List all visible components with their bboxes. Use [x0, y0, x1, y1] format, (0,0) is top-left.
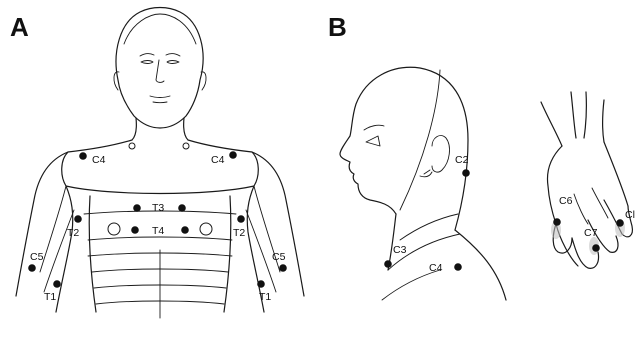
point-c7 [592, 244, 600, 252]
label-t4: T4 [152, 225, 164, 237]
point-c2 [462, 169, 470, 177]
point-t3-left [133, 204, 141, 212]
point-c4-neck [454, 263, 462, 271]
label-c8: Cl [625, 209, 635, 221]
label-c2: C2 [455, 154, 469, 166]
label-c5-right: C5 [272, 251, 286, 263]
panel-a-letter: A [10, 12, 29, 42]
label-t2-left: T2 [67, 227, 79, 239]
label-t1-left: T1 [44, 291, 56, 303]
label-t2-right: T2 [233, 227, 245, 239]
face [140, 54, 180, 103]
label-c4-left: C4 [92, 154, 106, 166]
label-c3: C3 [393, 244, 407, 256]
point-t4-right [181, 226, 189, 234]
head-profile-outline [340, 67, 506, 300]
point-t1-right [257, 280, 265, 288]
label-t1-right: T1 [259, 291, 271, 303]
torso-outline [16, 8, 304, 319]
label-c4-right: C4 [211, 154, 225, 166]
panel-b-letter: B [328, 12, 347, 42]
label-c5-left: C5 [30, 251, 44, 263]
point-c6 [553, 218, 561, 226]
point-c4-left [79, 152, 87, 160]
panel-b: B C2 C3 C4 [328, 12, 506, 300]
point-t4-left [131, 226, 139, 234]
panel-a: A [10, 8, 304, 319]
point-c4-right [229, 151, 237, 159]
label-c4-neck: C4 [429, 262, 443, 274]
point-c5-right [279, 264, 287, 272]
point-c8 [616, 219, 624, 227]
label-c6: C6 [559, 195, 573, 207]
label-t3: T3 [152, 202, 164, 214]
hand-illustration: C6 C7 Cl [541, 92, 635, 268]
point-c5-left [28, 264, 36, 272]
label-c7: C7 [584, 227, 598, 239]
point-c3 [384, 260, 392, 268]
point-t3-right [178, 204, 186, 212]
point-t2-left [74, 215, 82, 223]
point-t1-left [53, 280, 61, 288]
point-t2-right [237, 215, 245, 223]
